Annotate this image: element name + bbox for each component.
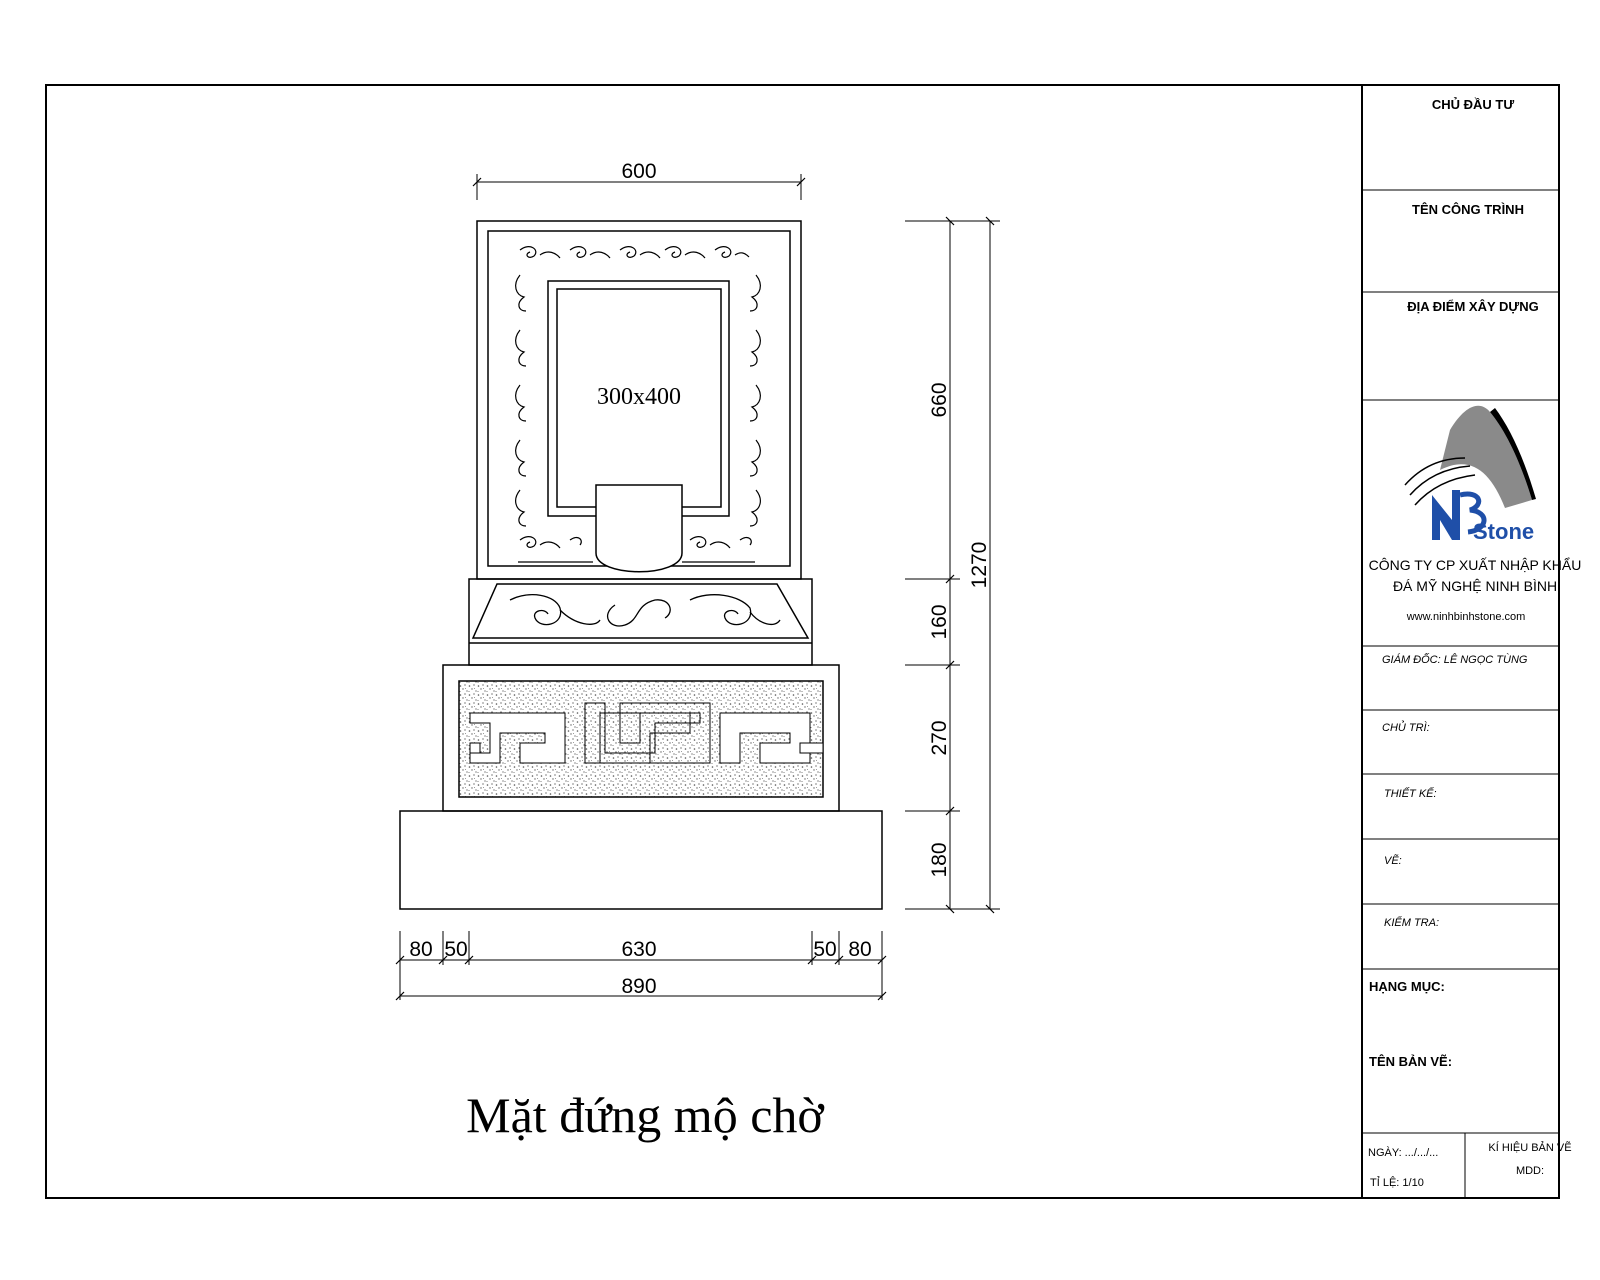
base-block	[399, 810, 883, 910]
dim-right-180: 180	[928, 842, 951, 877]
tb-owner: CHỦ ĐẦU TƯ	[1432, 97, 1514, 112]
stele-outer	[476, 220, 802, 580]
dimension-top	[472, 174, 806, 200]
dim-right-660: 660	[928, 382, 951, 417]
dim-top-width: 600	[621, 160, 656, 183]
tb-drawer: VẼ:	[1384, 854, 1402, 867]
tb-date: NGÀY: .../.../...	[1368, 1146, 1438, 1159]
chamfer-panel	[471, 583, 810, 639]
dim-right-270: 270	[928, 720, 951, 755]
tb-drawing-name: TÊN BẢN VẼ:	[1369, 1054, 1452, 1069]
tb-company-line1: CÔNG TY CP XUẤT NHẬP KHẨU	[1369, 556, 1582, 573]
tomb-elevation	[399, 220, 883, 910]
tb-category: HẠNG MỤC:	[1369, 979, 1445, 994]
dim-right-total: 1270	[968, 542, 991, 589]
tb-project: TÊN CÔNG TRÌNH	[1412, 202, 1524, 217]
dim-bottom-50-right: 50	[813, 938, 836, 961]
dim-bottom-80-right: 80	[848, 938, 871, 961]
meander-pattern	[469, 702, 824, 764]
tb-code-label: KÍ HIỆU BẢN VẼ	[1488, 1141, 1571, 1154]
wave-carving	[509, 594, 781, 627]
sheet-border	[45, 84, 1560, 1199]
dim-bottom-630: 630	[621, 938, 656, 961]
incense-urn	[595, 484, 683, 573]
dim-right-160: 160	[928, 604, 951, 639]
plaque-label: 300x400	[597, 384, 681, 410]
dimension-bottom	[395, 931, 887, 1001]
tb-website: www.ninhbinhstone.com	[1406, 611, 1526, 623]
granite-panel	[458, 680, 824, 798]
nb-stone-logo-icon	[1404, 405, 1536, 540]
dim-bottom-total: 890	[621, 975, 656, 998]
dim-bottom-50-left: 50	[444, 938, 467, 961]
tb-location: ĐỊA ĐIỂM XÂY DỰNG	[1407, 299, 1538, 314]
tb-chair: CHỦ TRÌ:	[1382, 721, 1430, 734]
title-block	[1362, 189, 1559, 1198]
tb-company-line2: ĐÁ MỸ NGHỆ NINH BÌNH	[1393, 578, 1557, 594]
dimension-right	[905, 216, 1000, 914]
floral-border	[515, 246, 761, 563]
tb-scale: TỈ LỆ: 1/10	[1370, 1176, 1424, 1189]
tb-code-value: MDD:	[1516, 1165, 1544, 1177]
tb-designer: THIẾT KẾ:	[1384, 787, 1437, 800]
dim-bottom-80-left: 80	[409, 938, 432, 961]
tb-director: GIÁM ĐỐC: LÊ NGỌC TÙNG	[1382, 653, 1528, 666]
drawing-title: Mặt đứng mộ chờ	[466, 1087, 824, 1143]
logo-text: Stone	[1473, 519, 1534, 544]
tb-checker: KIỂM TRA:	[1384, 916, 1439, 929]
